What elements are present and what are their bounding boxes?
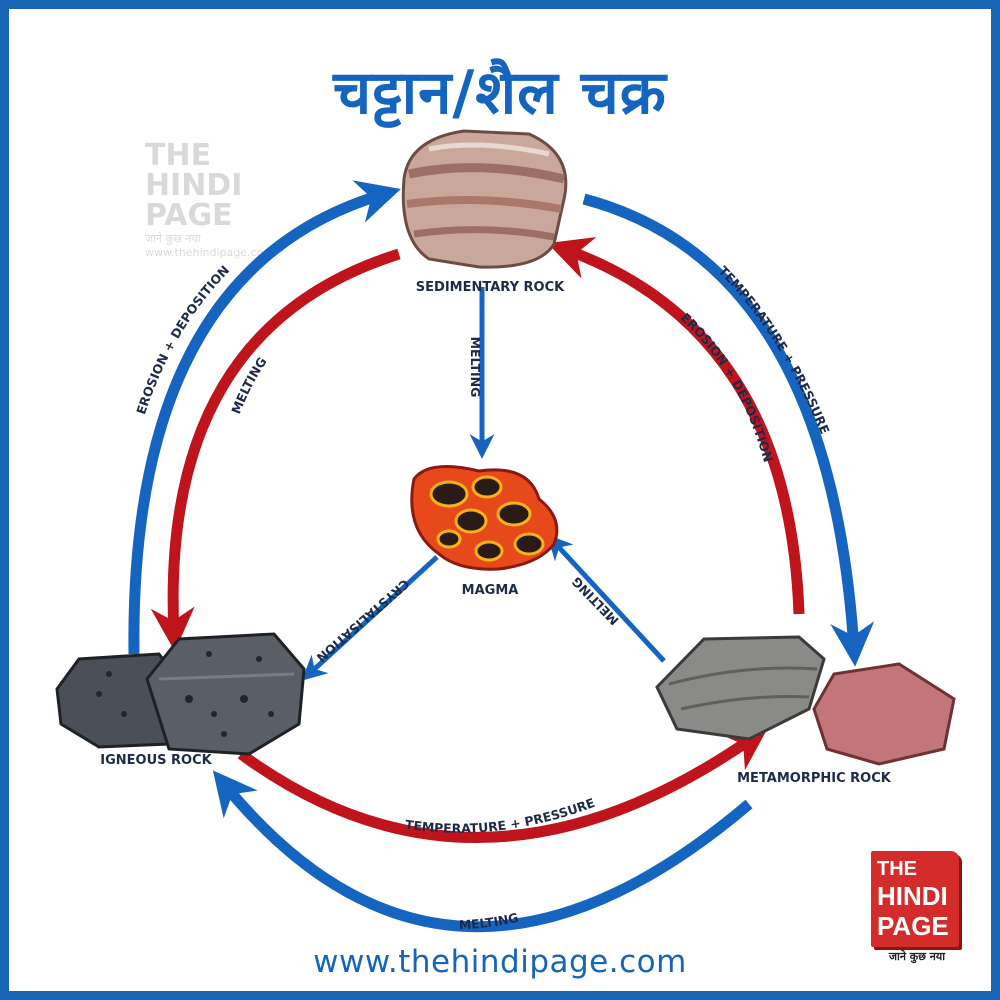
arrow-melting-left [150, 248, 401, 652]
arrow-melting-from-metamorphic [547, 534, 666, 663]
arrow-erosion-deposition-right [547, 237, 805, 615]
watermark: THE HINDI PAGE जाने कुछ नया www.thehindi… [145, 141, 315, 311]
igneous-rock-icon [55, 632, 306, 756]
label-sedimentary-rock: SEDIMENTARY ROCK [416, 280, 565, 295]
label-center-right: MELTING [569, 574, 622, 628]
rock-cycle-diagram: SEDIMENTARY ROCK MAGMA IGNEOUS ROCK META… [55, 129, 956, 932]
logo-line-2: HINDI [877, 881, 948, 911]
sedimentary-rock-icon [401, 129, 568, 269]
watermark-line-3: PAGE [145, 198, 233, 233]
watermark-url: www.thehindipage.com [145, 246, 275, 259]
watermark-tagline: जाने कुछ नया [145, 232, 201, 245]
arrow-erosion-deposition-left [128, 180, 401, 655]
label-magma: MAGMA [462, 583, 519, 598]
arrow-melting-bottom [212, 770, 753, 932]
watermark-line-2: HINDI [145, 168, 243, 203]
watermark-line-1: THE [145, 138, 212, 173]
hindi-page-logo: THE HINDI PAGE जाने कुछ नया [871, 851, 959, 963]
label-center-top: MELTING [468, 337, 483, 398]
logo-tagline: जाने कुछ नया [888, 950, 946, 963]
diagram-title: चट्टान/शैल चक्र [333, 58, 667, 128]
magma-icon [410, 465, 559, 571]
logo-line-1: THE [877, 858, 917, 880]
logo-book-icon [871, 851, 959, 947]
label-metamorphic-rock: METAMORPHIC ROCK [737, 771, 892, 786]
footer-url: www.thehindipage.com [313, 944, 687, 980]
logo-line-3: PAGE [877, 911, 949, 941]
metamorphic-rock-icon [655, 635, 956, 766]
label-center-left: CRYSTALISATION [314, 576, 413, 665]
label-igneous-rock: IGNEOUS ROCK [100, 753, 212, 768]
arrow-crystalisation [301, 555, 439, 681]
arrow-temperature-pressure-bottom [237, 726, 769, 843]
arrow-temperature-pressure-right [582, 193, 875, 667]
